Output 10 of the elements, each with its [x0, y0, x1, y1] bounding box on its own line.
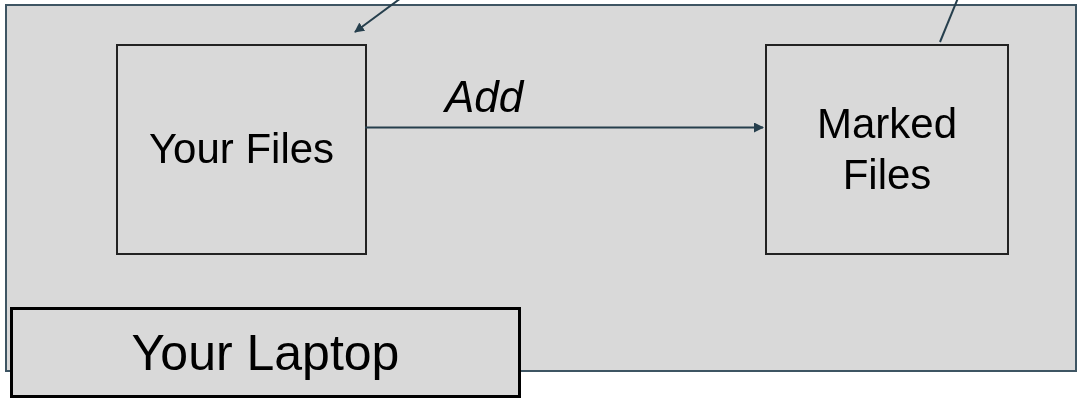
label-box: [10, 307, 521, 398]
connector-line: [939, 0, 959, 43]
arrow: [364, 122, 764, 133]
box-label: Marked Files: [815, 99, 959, 200]
file-box: [116, 44, 367, 255]
file-box: [765, 44, 1009, 255]
arrow: [354, 0, 402, 33]
box-label: Your Laptop: [130, 323, 401, 383]
box-label: Your Files: [147, 124, 336, 175]
edge-label: Add: [445, 71, 524, 122]
